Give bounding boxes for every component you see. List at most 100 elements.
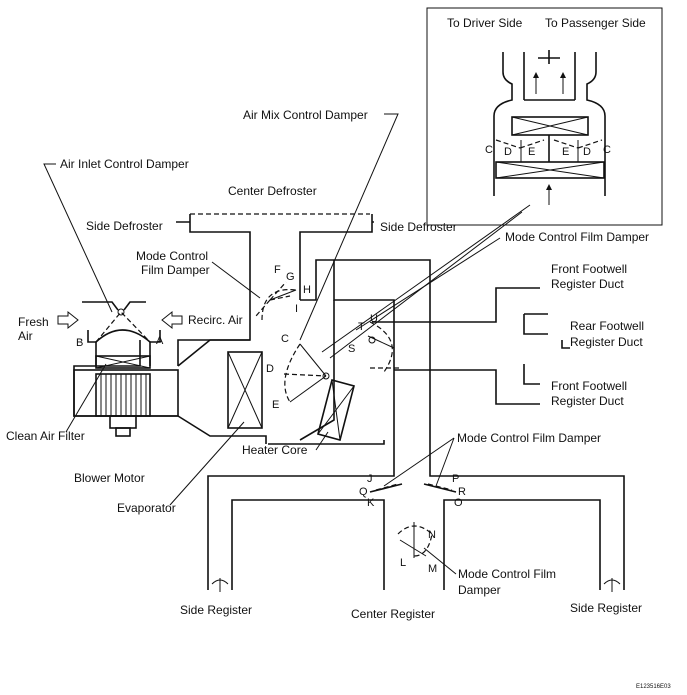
letter-e: E: [272, 399, 279, 411]
air-mix-damper-d: [283, 373, 327, 377]
center-vent-damper-arc: [397, 525, 433, 557]
figure-code: E123516E03: [636, 684, 671, 690]
mode-damper-lower-leader-left: [383, 437, 455, 487]
clean-air-filter-label: Clean Air Filter: [6, 429, 85, 443]
letter-c: C: [281, 333, 289, 345]
air-mix-control-damper-label: Air Mix Control Damper: [243, 108, 368, 122]
mode-control-label-line2: Film Damper: [141, 263, 210, 277]
left-register-damper: [211, 578, 229, 592]
vent-damper-r-blade: [423, 483, 457, 493]
mode-damper-right-leader: [355, 237, 501, 331]
letter-j: J: [367, 473, 373, 485]
inlet-pivot: [117, 308, 125, 316]
side-defroster-left-label: Side Defroster: [86, 219, 163, 233]
inset-upper-core: [511, 116, 589, 136]
to-driver-side-label: To Driver Side: [447, 16, 523, 30]
center-defroster-label: Center Defroster: [228, 184, 317, 198]
fresh-air-label-1: Fresh: [18, 315, 49, 329]
letter-i: I: [295, 303, 298, 315]
right-mode-pivot: [368, 336, 376, 344]
mode-damper-bottom-leader: [423, 547, 457, 575]
letter-b: B: [76, 337, 83, 349]
blower-fins: [100, 374, 147, 416]
inset-letter-c-right: C: [603, 144, 611, 156]
inlet-damper-shell: [95, 329, 151, 343]
letter-h: H: [303, 284, 311, 296]
air-inlet-control-damper-label: Air Inlet Control Damper: [60, 157, 189, 171]
clean-air-filter-leader: [65, 363, 107, 433]
blower-assembly: Fresh Air Recirc. Air B A: [18, 301, 243, 437]
heater-core-cross: [317, 379, 355, 441]
inset-letter-e-left: E: [528, 146, 535, 158]
air-mix-damper-arc: [284, 343, 301, 403]
mode-control-film-damper-right-label: Mode Control Film Damper: [505, 230, 649, 244]
front-footwell-upper-label-2: Register Duct: [551, 277, 624, 291]
inset-upper-core-cross: [511, 116, 589, 136]
upper-mode-damper-fan: [255, 281, 291, 317]
fresh-air-label-2: Air: [18, 329, 33, 343]
vent-damper-q-blade: [369, 483, 403, 493]
evaporator-label: Evaporator: [117, 501, 176, 515]
blower-motor-body: [109, 415, 137, 429]
center-register-label: Center Register: [351, 607, 435, 621]
inset-damper-right: [553, 139, 603, 149]
inset-arrow-right-head: [560, 72, 566, 78]
evaporator-core: [227, 351, 263, 429]
upper-mode-damper-arc: [261, 288, 297, 321]
inlet-housing: [82, 301, 161, 366]
letter-u: U: [370, 313, 378, 325]
fresh-air-arrow: [57, 310, 79, 330]
inset-letter-d-right: D: [583, 146, 591, 158]
rear-footwell-label-2: Register Duct: [570, 335, 643, 349]
vent-duct: [207, 468, 625, 592]
letter-s: S: [348, 343, 355, 355]
letter-a: A: [156, 335, 164, 347]
side-defroster-right-label: Side Defroster: [380, 220, 457, 234]
inset-duct-outline: [493, 52, 606, 196]
vent-duct-outer: [207, 468, 625, 590]
side-register-left-label: Side Register: [180, 603, 252, 617]
inset-damper-walls: [520, 140, 579, 162]
mode-control-film-damper-bottom-label-2: Damper: [458, 583, 501, 597]
inset-letter-e-right: E: [562, 146, 569, 158]
inset-letter-d-left: D: [504, 146, 512, 158]
letter-l: L: [400, 557, 406, 569]
inset-damper-left: [495, 139, 545, 149]
letter-n: N: [428, 529, 436, 541]
inset-panel: To Driver Side To Passenger Side C D E E…: [321, 7, 663, 359]
case-right-wall: [268, 299, 395, 468]
right-register-damper: [603, 578, 621, 592]
recirc-air-arrow: [161, 310, 183, 330]
letter-m: M: [428, 563, 437, 575]
heater-core-leader: [315, 431, 329, 451]
letter-t: T: [358, 321, 365, 333]
inset-arrow-left-head: [533, 72, 539, 78]
inset-lower-core: [495, 161, 605, 179]
side-register-right-label: Side Register: [570, 601, 642, 615]
front-footwell-lower-label-2: Register Duct: [551, 394, 624, 408]
letter-d: D: [266, 363, 274, 375]
blower-motor-shaft: [115, 427, 131, 437]
air-mix-pivot: [322, 372, 330, 380]
inset-lower-core-cross: [495, 161, 605, 179]
defroster-left-wall: [176, 214, 251, 300]
mode-damper-lower-leader-right: [435, 437, 455, 487]
inset-divider: [538, 50, 560, 64]
hvac-case: [73, 259, 431, 470]
vent-duct-inner: [231, 499, 601, 590]
mode-control-film-damper-lower-label: Mode Control Film Damper: [457, 431, 601, 445]
inset-border: [426, 7, 663, 226]
center-vent-damper-blade: [399, 522, 427, 558]
recirc-air-label: Recirc. Air: [188, 313, 243, 327]
letter-o: O: [454, 497, 463, 509]
letter-f: F: [274, 264, 281, 276]
air-mix-damper-c: [299, 343, 327, 377]
clean-air-filter-element: [95, 355, 151, 369]
mode-damper-upper-leader: [211, 261, 261, 299]
air-mix-damper-leader: [299, 113, 399, 341]
upper-mode-damper-blade: [269, 289, 297, 301]
letter-p: P: [452, 473, 459, 485]
defroster-duct: [176, 213, 374, 300]
air-inlet-damper-leader: [43, 163, 113, 313]
